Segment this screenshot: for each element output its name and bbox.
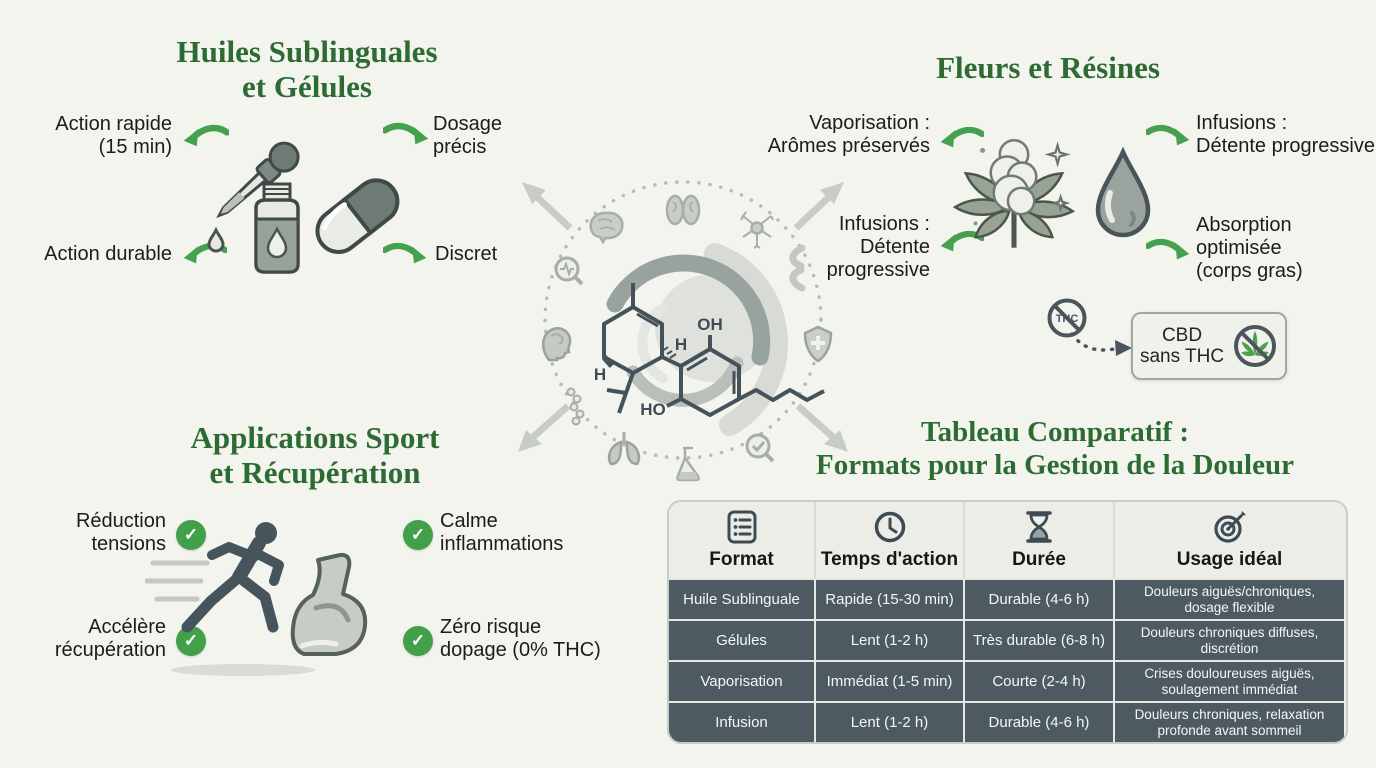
sport-label-calme: Calme inflammations — [440, 510, 564, 555]
no-thc-text: THC — [1056, 313, 1079, 325]
oils-label-action-rapide: Action rapide (15 min) — [55, 113, 172, 158]
flowers-section-title: Fleurs et Résines — [936, 50, 1160, 85]
table-section-title: Tableau Comparatif : Formats pour la Ges… — [816, 416, 1294, 481]
sparkle-icon — [1044, 141, 1071, 213]
no-thc-icon: THC — [1047, 298, 1087, 338]
check-circle-icon: ✓ — [403, 626, 433, 656]
column-header-duree: Durée — [965, 502, 1115, 578]
cbd-sans-thc-badge: CBD sans THC — [1131, 312, 1287, 380]
shield-icon — [803, 325, 833, 363]
arrow-bottom-left-icon — [518, 403, 571, 452]
table-cell: Gélules — [669, 619, 816, 660]
brain-top-icon — [665, 194, 701, 226]
cannabis-flower-icon — [952, 138, 1076, 248]
molecule-ho-label: HO — [640, 400, 666, 419]
brain-side-icon — [589, 211, 624, 245]
molecule-h-right-label: H — [675, 335, 687, 354]
cbd-molecule-hub: OH H H HO — [518, 180, 848, 482]
flowers-label-absorption: Absorption optimisée (corps gras) — [1196, 214, 1303, 282]
molecule-oh-label: OH — [697, 315, 723, 334]
check-magnifier-icon — [745, 433, 775, 463]
oils-label-discret: Discret — [435, 243, 498, 265]
table-cell: Rapide (15-30 min) — [816, 578, 965, 619]
table-cell: Lent (1-2 h) — [816, 619, 965, 660]
green-arrow-left-icon — [183, 124, 229, 147]
comparison-table: Format Temps d'action Durée — [667, 500, 1348, 744]
lungs-icon — [607, 432, 641, 466]
column-header-usage: Usage idéal — [1115, 502, 1344, 578]
oils-title-line2: et Gélules — [242, 69, 372, 104]
badge-text: CBD sans THC — [1139, 325, 1225, 367]
column-header-temps: Temps d'action — [816, 502, 965, 578]
oils-title-line1: Huiles Sublinguales — [176, 34, 438, 69]
green-arrow-right-icon — [383, 242, 427, 264]
table-cell: Courte (2-4 h) — [965, 660, 1115, 701]
target-icon — [1213, 510, 1246, 543]
oils-label-action-durable: Action durable — [44, 243, 172, 265]
table-cell: Durable (4-6 h) — [965, 578, 1115, 619]
table-cell: Lent (1-2 h) — [816, 701, 965, 742]
table-cell: Douleurs aiguës/chroniques, dosage flexi… — [1115, 578, 1344, 619]
dropper-bottle-capsule-icon — [207, 141, 400, 274]
table-cell: Immédiat (1-5 min) — [816, 660, 965, 701]
resin-drop-icon — [1095, 147, 1151, 238]
table-cell: Douleurs chroniques, relaxation profonde… — [1115, 701, 1344, 742]
sport-label-accelere: Accélère récupération — [54, 616, 166, 661]
pulse-magnifier-icon — [554, 256, 584, 286]
arrow-bottom-right-icon — [795, 403, 848, 452]
neuron-icon — [740, 211, 774, 249]
swirl-background — [606, 243, 788, 436]
oils-section-title: Huiles Sublinguales et Gélules — [137, 34, 477, 104]
table-cell: Très durable (6-8 h) — [965, 619, 1115, 660]
list-icon — [727, 510, 756, 543]
molecule-h-left-label: H — [594, 365, 606, 384]
table-cell: Vaporisation — [669, 660, 816, 701]
cbd-molecule-structure — [601, 283, 825, 417]
flowers-label-vaporisation: Vaporisation : Arômes préservés — [767, 112, 930, 157]
check-circle-icon: ✓ — [176, 626, 206, 656]
runner-icon — [145, 522, 315, 676]
sport-label-zero-risque: Zéro risque dopage (0% THC) — [440, 616, 601, 661]
sport-section-title: Applications Sport et Récupération — [190, 420, 440, 490]
check-circle-icon: ✓ — [176, 520, 206, 550]
dotted-ring — [543, 180, 823, 460]
molecule-chain-icon — [566, 387, 585, 426]
clock-icon — [874, 511, 905, 542]
green-arrow-right-icon — [383, 122, 429, 145]
table-cell: Huile Sublinguale — [669, 578, 816, 619]
flask-icon — [676, 446, 700, 482]
oils-label-dosage-precis: Dosage précis — [433, 113, 502, 158]
check-circle-icon: ✓ — [403, 520, 433, 550]
arrow-top-right-icon — [793, 182, 844, 231]
hourglass-icon — [1026, 510, 1052, 543]
table-cell: Crises douloureuses aiguës, soulagement … — [1115, 660, 1344, 701]
no-cannabis-leaf-icon — [1234, 325, 1277, 367]
table-cell: Durable (4-6 h) — [965, 701, 1115, 742]
arrow-top-left-icon — [522, 182, 573, 231]
joint-icon — [789, 244, 806, 292]
head-profile-icon — [542, 327, 572, 362]
dotted-arrow-icon — [1070, 332, 1132, 356]
table-cell: Infusion — [669, 701, 816, 742]
sport-label-reduction: Réduction tensions — [75, 510, 166, 555]
flowers-label-infusions-left: Infusions : Détente progressive — [826, 213, 930, 281]
flowers-label-infusions-right: Infusions : Détente progressive — [1196, 112, 1375, 157]
bicep-icon — [290, 552, 368, 656]
column-header-format: Format — [669, 502, 816, 578]
table-cell: Douleurs chroniques diffuses, discrétion — [1115, 619, 1344, 660]
green-arrow-right-icon — [1146, 124, 1190, 146]
green-arrow-right-icon — [1146, 238, 1190, 260]
green-arrow-left-icon — [940, 126, 984, 148]
